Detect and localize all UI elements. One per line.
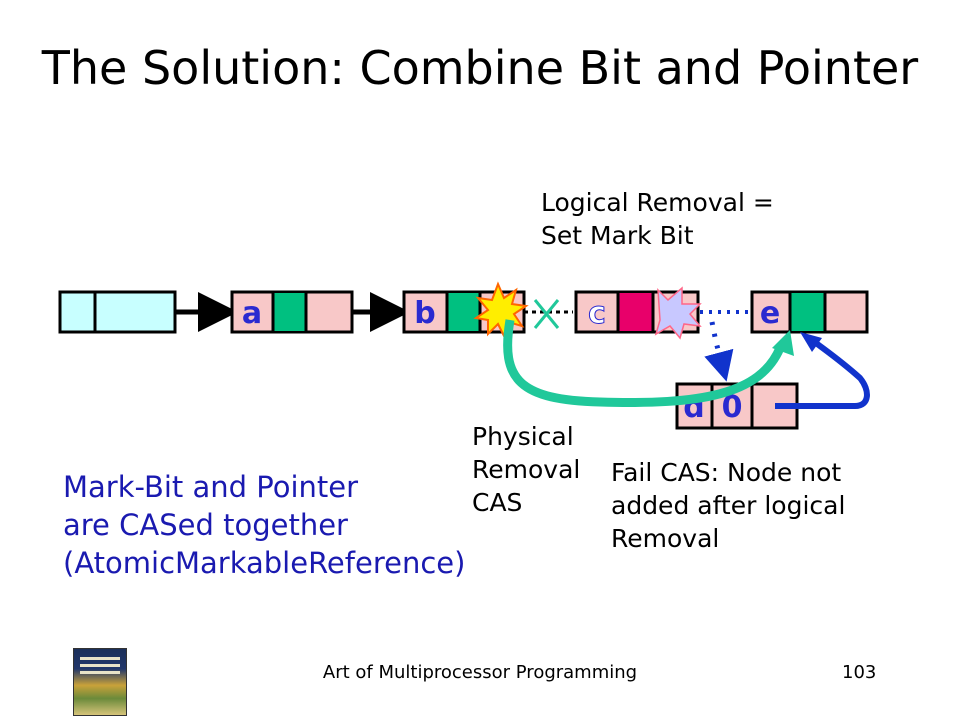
physical-removal-line-2: Removal <box>472 455 581 484</box>
mark-bit-note-line-3: (AtomicMarkableReference) <box>63 546 466 580</box>
physical-removal-line-3: CAS <box>472 488 523 517</box>
book-cover-icon <box>73 648 127 716</box>
slide-title: The Solution: Combine Bit and Pointer <box>41 41 919 95</box>
fail-cas-arrowhead <box>800 332 822 352</box>
node-a-letter: a <box>242 296 262 331</box>
node-a: a <box>230 290 354 334</box>
mark-bit-note-line-2: are CASed together <box>63 508 348 542</box>
node-e: e <box>750 290 869 334</box>
physical-removal-label: Physical Removal CAS <box>472 420 580 519</box>
logical-removal-label: Logical Removal = Set Mark Bit <box>541 186 774 252</box>
node-c: c <box>574 286 702 340</box>
fail-cas-line-2: added after logical <box>611 491 846 520</box>
dotted-pointer-to-d <box>704 321 734 382</box>
fail-cas-label: Fail CAS: Node not added after logical R… <box>611 456 845 555</box>
physical-removal-arrowhead <box>772 330 794 356</box>
footer-text: Art of Multiprocessor Programming <box>322 662 638 683</box>
fail-cas-arrow <box>775 337 870 409</box>
head-node <box>58 290 177 334</box>
logical-removal-line-2: Set Mark Bit <box>541 221 694 250</box>
fail-cas-line-3: Removal <box>611 524 720 553</box>
node-e-letter: e <box>760 296 780 331</box>
physical-removal-line-1: Physical <box>472 422 574 451</box>
node-c-letter: c <box>588 296 606 331</box>
cross-icon <box>533 299 560 329</box>
node-d-mark-bit: 0 <box>722 390 743 425</box>
node-b-letter: b <box>414 296 435 331</box>
fail-cas-line-1: Fail CAS: Node not <box>611 458 842 487</box>
mark-bit-note: Mark-Bit and Pointer are CASed together … <box>63 468 465 582</box>
logical-removal-line-1: Logical Removal = <box>541 188 774 217</box>
mark-burst-icon <box>654 286 702 340</box>
physical-removal-arrow <box>503 319 785 407</box>
mark-bit-note-line-1: Mark-Bit and Pointer <box>63 470 359 504</box>
page-number: 103 <box>842 662 877 683</box>
